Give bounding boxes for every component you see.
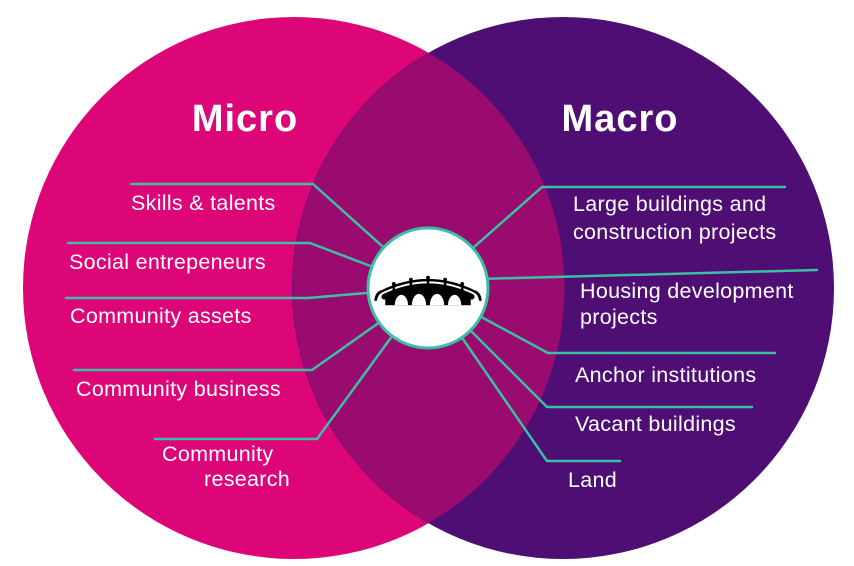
bridge-knob-3 — [426, 275, 430, 280]
connector-housing-development — [476, 268, 819, 281]
connector-anchor-institutions — [470, 310, 777, 355]
label-community-research-line1: Community — [162, 442, 273, 466]
connector-land — [454, 327, 622, 463]
macro-title: Macro — [562, 98, 679, 140]
bridge-arch-3 — [429, 293, 445, 306]
label-housing-development-line2: projects — [580, 305, 658, 329]
label-community-research-line2: research — [204, 467, 290, 491]
bridge-knob-1 — [391, 281, 396, 286]
bridge-knob-4 — [443, 277, 447, 282]
label-vacant-buildings: Vacant buildings — [575, 412, 736, 436]
label-social-entrepeneurs: Social entrepeneurs — [69, 250, 266, 274]
connector-community-business — [72, 315, 389, 372]
bridge-rail-end-right — [474, 290, 482, 301]
micro-title: Micro — [192, 98, 298, 140]
connector-community-assets — [64, 290, 380, 300]
connector-skills-talents — [129, 182, 393, 256]
bridge-rail-end-left — [374, 290, 382, 301]
label-land: Land — [568, 468, 617, 492]
connector-community-research — [153, 326, 400, 441]
label-housing-development-line1: Housing development — [580, 279, 794, 303]
label-large-buildings-line1: Large buildings and — [573, 192, 766, 216]
label-community-assets: Community assets — [70, 304, 252, 328]
bridge-icon — [374, 275, 482, 306]
bridge-arch-2 — [411, 293, 427, 306]
label-anchor-institutions: Anchor institutions — [575, 363, 756, 387]
label-large-buildings-line2: construction projects — [573, 220, 776, 244]
connector-large-buildings — [463, 185, 787, 257]
connector-vacant-buildings — [461, 321, 754, 409]
bridge-arch-1 — [394, 294, 409, 306]
bridge-knob-2 — [409, 277, 413, 282]
label-skills-talents: Skills & talents — [131, 191, 276, 215]
connector-social-entrepeneurs — [66, 241, 383, 272]
bridge-arch-4 — [447, 294, 462, 306]
bridge-knob-5 — [460, 281, 465, 286]
label-community-business: Community business — [76, 377, 281, 401]
